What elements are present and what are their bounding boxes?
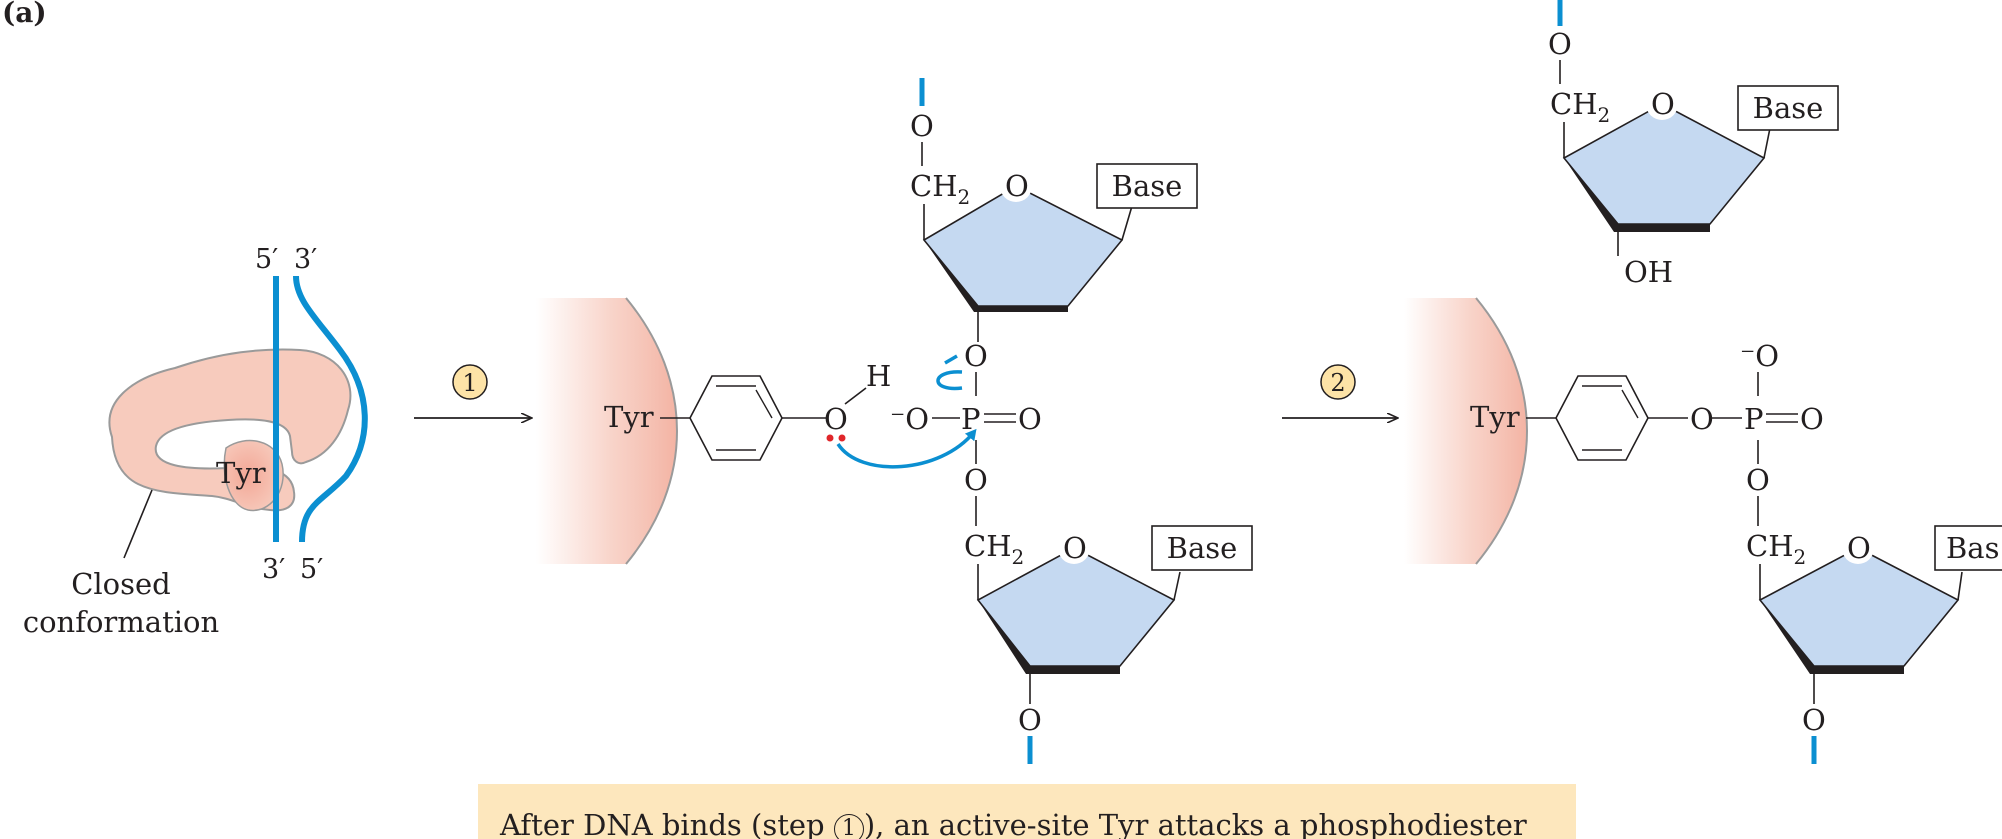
base-label-lower: Base <box>1167 531 1238 565</box>
closed-pointer-line <box>123 489 153 559</box>
base-box-right-bottom <box>1934 525 2002 571</box>
base-label-right-top: Base <box>1753 91 1824 125</box>
enzyme-surface-right <box>1404 298 1527 564</box>
phosphate-o-minus: ⁻O <box>890 402 929 436</box>
bottom-o-lower: O <box>1018 703 1042 737</box>
middle-mechanism: Tyr O H ⁻O P O O O O CH2 <box>536 78 1253 764</box>
step-1-number: 1 <box>462 369 477 397</box>
sugar-ring-right-top <box>1562 103 1766 225</box>
hydroxyl-h: H <box>866 359 891 393</box>
ring-o-right-top: O <box>1651 87 1675 121</box>
strand-end-5-top: 5′ <box>255 244 278 275</box>
enzyme-edge-middle <box>625 297 678 565</box>
phosphate-o-minus-right: ⁻O <box>1740 339 1779 373</box>
base-box-upper <box>1096 163 1198 209</box>
closed-label: Closed <box>71 567 171 601</box>
panel-label: (a) <box>2 0 47 29</box>
caption-part: After DNA binds (step <box>500 808 834 839</box>
phosphotyr-o: O <box>1690 402 1714 436</box>
lone-pair-dot <box>838 434 846 442</box>
step-2-number: 2 <box>1330 369 1345 397</box>
tyr-label-right: Tyr <box>1470 400 1520 434</box>
step-1-arrow: 1 <box>414 364 531 418</box>
caption-part: ), an active-site Tyr attacks a phosphod… <box>863 808 1527 839</box>
ch2-right-bottom: CH2 <box>1746 529 1806 569</box>
phenol-ring-right <box>1555 375 1649 461</box>
phosphate-double-o-right: O <box>1800 402 1824 436</box>
phosphorus-middle: P <box>961 402 981 436</box>
bottom-o-right: O <box>1802 703 1826 737</box>
top-o-upper: O <box>910 109 934 143</box>
conformation-label: conformation <box>23 605 219 639</box>
right-intermediate: O CH2 OH O Base Tyr O P O ⁻O O CH2 <box>1404 0 2002 764</box>
phosphorus-right: P <box>1744 402 1764 436</box>
closed-enzyme-illustration: 5′ 3′ 3′ 5′ Tyr Closed conformation <box>23 244 368 639</box>
strand-end-3-top: 3′ <box>294 244 317 275</box>
ring-o-right-bottom: O <box>1847 531 1871 565</box>
caption-step-number: 1 <box>833 814 864 839</box>
nucleophilic-attack-arrow <box>836 428 977 469</box>
bond-break-arrow <box>936 370 963 391</box>
caption-box: After DNA binds (step 1), an active-site… <box>478 784 1576 839</box>
strand-end-3-bottom: 3′ <box>262 554 285 585</box>
sugar-ring-upper <box>922 185 1124 307</box>
oh-label: OH <box>1624 255 1673 289</box>
ch2-upper: CH2 <box>910 169 970 209</box>
enzyme-surface-middle <box>536 298 677 564</box>
phenol-ring-middle <box>689 375 783 461</box>
bridging-o-upper: O <box>964 339 988 373</box>
sugar-ring-lower <box>976 547 1176 667</box>
tyr-label-left: Tyr <box>216 456 266 490</box>
lone-pair-dot <box>826 434 834 442</box>
caption-text: After DNA binds (step 1), an active-site… <box>500 808 1527 839</box>
strand-end-5-bottom: 5′ <box>300 554 323 585</box>
bridging-o-right: O <box>1746 463 1770 497</box>
ch2-right-top: CH2 <box>1550 87 1610 127</box>
step-2-circle <box>1320 364 1356 400</box>
base-box-lower <box>1151 525 1253 571</box>
tyr-label-middle: Tyr <box>604 400 654 434</box>
phosphate-double-o: O <box>1018 402 1042 436</box>
top-o-right: O <box>1548 27 1572 61</box>
ch2-lower: CH2 <box>964 529 1024 569</box>
step-2-arrow: 2 <box>1282 364 1397 418</box>
step-1-circle <box>452 364 488 400</box>
ring-o-lower: O <box>1063 531 1087 565</box>
sugar-ring-right-bottom <box>1758 547 1960 667</box>
enzyme-edge-right <box>1475 297 1528 565</box>
tyr-oxygen: O <box>824 402 848 436</box>
bridging-o-lower: O <box>964 463 988 497</box>
dna-strand-3prime <box>293 275 368 543</box>
ring-o-upper: O <box>1005 169 1029 203</box>
base-box-right-top <box>1737 85 1839 131</box>
base-label-upper: Base <box>1112 169 1183 203</box>
base-label-right-bottom: Bas <box>1946 531 1999 565</box>
